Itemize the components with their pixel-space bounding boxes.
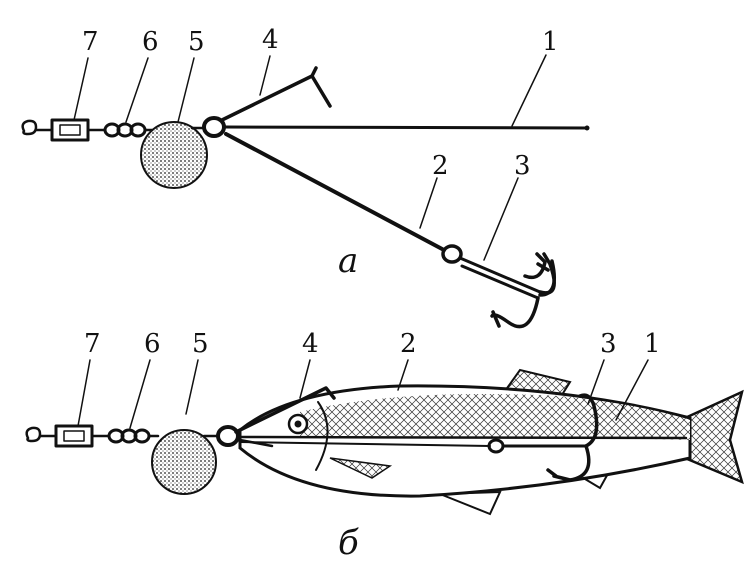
leader-wire-b: [239, 441, 491, 447]
label-1-b: 1: [644, 329, 661, 359]
label-7-b: 7: [84, 329, 101, 359]
label-7-a: 7: [82, 27, 99, 57]
label-2-b: 2: [400, 329, 417, 359]
treble-hook-a: [458, 252, 556, 329]
sinker-weight-b: [151, 429, 217, 495]
label-leaders-b: [77, 359, 649, 429]
head-hook-b: [234, 386, 336, 434]
label-6-a: 6: [142, 27, 159, 57]
swivel-chain-b: [107, 428, 160, 444]
caption-a: а: [338, 241, 358, 281]
guide-wire-b: [238, 435, 688, 440]
label-5-a: 5: [188, 27, 205, 57]
swivel-clip-a: [21, 118, 106, 142]
swivel-chain-a: [103, 122, 154, 138]
panel-a: 7 6 5 4 1 2 3 а: [21, 25, 590, 329]
label-4-b: 4: [302, 329, 319, 359]
label-4-a: 4: [262, 25, 279, 55]
connector-ring-b: [216, 425, 240, 447]
label-6-b: 6: [144, 329, 161, 359]
label-5-b: 5: [192, 329, 209, 359]
label-1-a: 1: [542, 27, 559, 57]
sinker-weight-a: [140, 121, 208, 189]
label-3-a: 3: [514, 151, 531, 181]
swivel-clip-b: [25, 424, 110, 448]
leader-wire-a: [224, 132, 446, 252]
panel-b: 7 6 5 4 2 3 1 б: [25, 329, 744, 563]
head-hook-a: [220, 66, 332, 122]
caption-b: б: [338, 523, 359, 563]
label-leaders-a: [73, 54, 547, 261]
label-3-b: 3: [600, 329, 617, 359]
label-2-a: 2: [432, 151, 449, 181]
guide-wire-a: [222, 125, 588, 130]
treble-hook-b: [546, 393, 599, 482]
